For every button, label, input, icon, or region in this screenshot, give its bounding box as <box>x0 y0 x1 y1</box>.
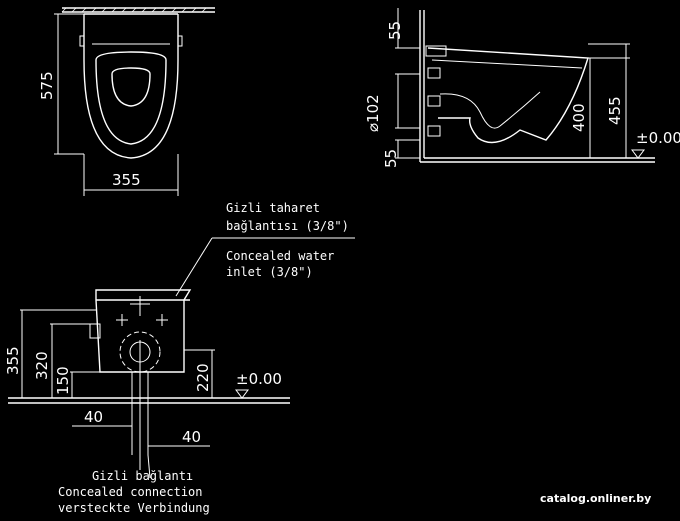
dim-side-400: 400 <box>570 103 588 132</box>
front-view: 355 320 150 220 ±0.00 40 40 <box>4 237 355 479</box>
side-view: 55 ⌀102 55 400 455 ±0.00 <box>364 8 680 168</box>
notes: Gizli taharet bağlantısı (3/8") Conceale… <box>58 201 349 515</box>
top-view: 575 355 <box>38 7 215 196</box>
dim-front-40-right: 40 <box>182 428 201 446</box>
note-inlet-en: Concealed water <box>226 249 334 263</box>
dim-front-zero: ±0.00 <box>236 370 282 388</box>
note-inlet-en2: inlet (3/8") <box>226 265 313 279</box>
dim-front-220: 220 <box>194 363 212 392</box>
dim-top-height: 575 <box>38 71 56 100</box>
dim-front-150: 150 <box>54 366 72 395</box>
note-conn-en: Concealed connection <box>58 485 203 499</box>
dim-side-55-top: 55 <box>386 21 404 40</box>
dim-side-102: ⌀102 <box>364 94 382 132</box>
dim-top-width: 355 <box>112 171 141 189</box>
note-conn-de: versteckte Verbindung <box>58 501 210 515</box>
note-bidet-tr2: bağlantısı (3/8") <box>226 219 349 233</box>
note-conn-tr: Gizli bağlantı <box>92 469 193 483</box>
dim-side-455: 455 <box>606 96 624 125</box>
dim-side-zero: ±0.00 <box>636 129 680 147</box>
dim-side-55-bottom: 55 <box>382 149 400 168</box>
dim-front-355: 355 <box>4 346 22 375</box>
watermark: catalog.onliner.by <box>540 492 651 505</box>
dim-front-40-left: 40 <box>84 408 103 426</box>
note-bidet-tr: Gizli taharet <box>226 201 320 215</box>
dim-front-320: 320 <box>33 351 51 380</box>
